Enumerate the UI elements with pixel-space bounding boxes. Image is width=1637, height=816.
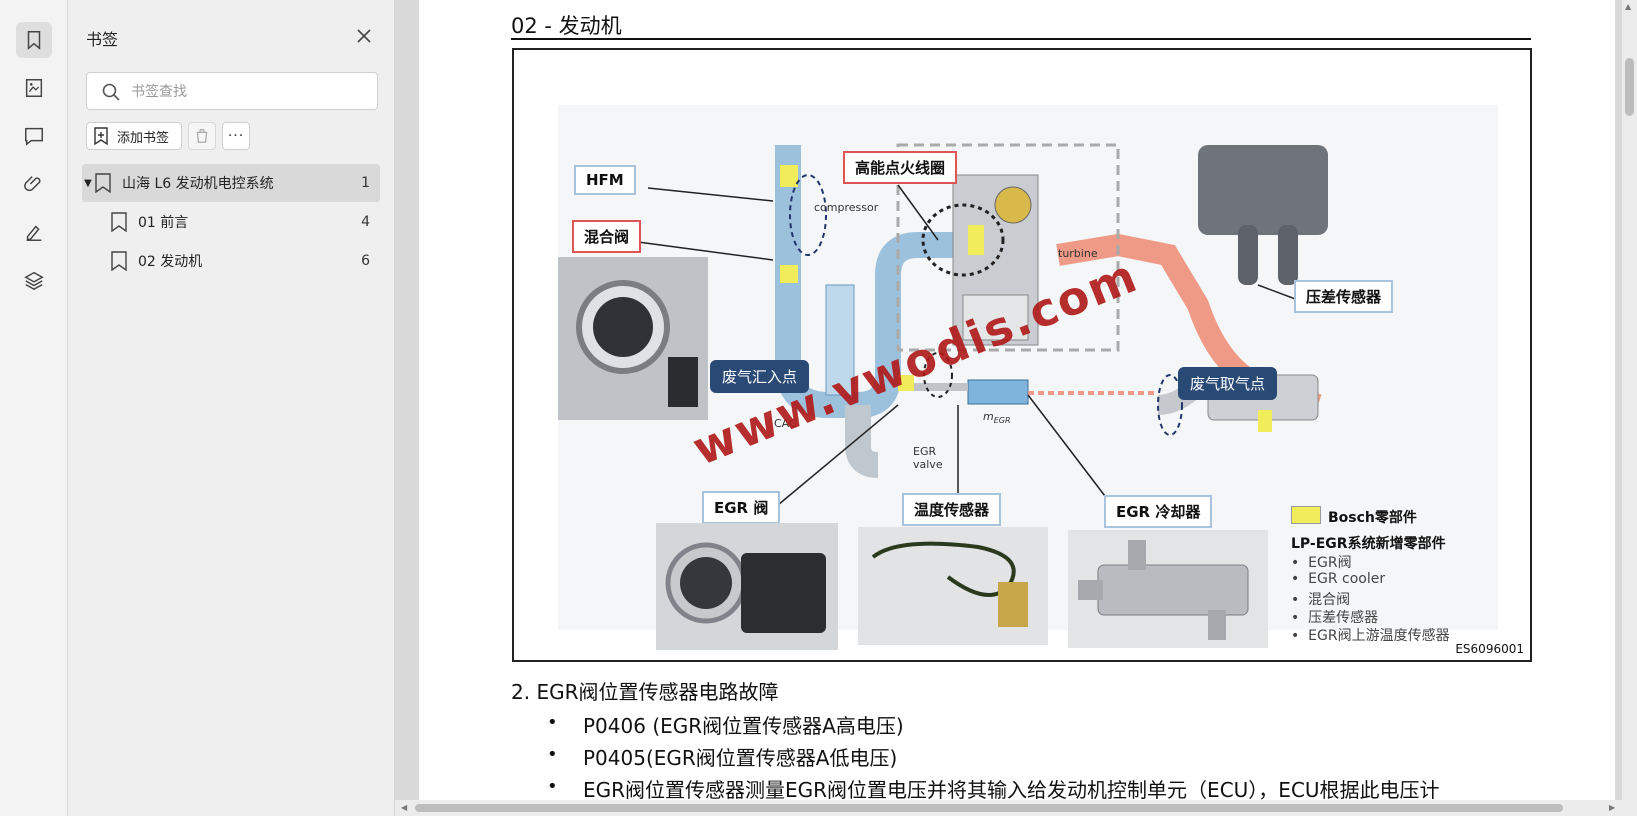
label-hfm: HFM (574, 165, 636, 195)
label-egr-cooler: EGR 冷却器 (1104, 495, 1213, 528)
figure-code: ES6096001 (1455, 642, 1524, 656)
egr-system-figure: HFM 混合阀 高能点火线圈 压差传感器 废气汇入点 废气取气点 EGR 阀 温… (512, 48, 1532, 662)
temp-sensor-image (871, 541, 1028, 627)
egr-cooler-photo (1068, 530, 1268, 648)
egr-diagram: HFM 混合阀 高能点火线圈 压差传感器 废气汇入点 废气取气点 EGR 阀 温… (558, 105, 1498, 650)
label-valve-small: valve (913, 458, 943, 471)
layers-panel-button[interactable] (16, 262, 52, 298)
mix-valve-photo (558, 257, 708, 420)
label-turbine: turbine (1058, 247, 1098, 260)
bookmark-search-box (86, 72, 378, 110)
label-egr-small: EGR (913, 445, 937, 458)
mass-symbol: m (983, 410, 994, 423)
legend-item-text: EGR阀上游温度传感器 (1308, 628, 1450, 644)
label-exhaust-take-point: 废气取气点 (1178, 367, 1278, 400)
legend-item: • EGR阀上游温度传感器 (1291, 628, 1450, 644)
bullet-dot: • (547, 776, 558, 797)
bookmark-label: 山海 L6 发动机电控系统 (122, 176, 274, 192)
label-mix-valve: 混合阀 (572, 220, 642, 253)
add-bookmark-label: 添加书签 (117, 130, 170, 146)
label-exhaust-inlet-point: 废气汇入点 (710, 360, 810, 393)
pdf-page: 02 - 发动机 (419, 0, 1615, 802)
bookmark-search-input[interactable] (131, 81, 361, 103)
vertical-scroll-thumb[interactable] (1625, 58, 1634, 116)
bookmark-page: 4 (361, 214, 370, 230)
legend-bosch-label: Bosch零部件 (1328, 510, 1417, 526)
add-bookmark-icon (94, 127, 108, 146)
delete-bookmark-button[interactable] (188, 122, 216, 150)
signature-icon (26, 225, 42, 241)
bullet-text-description: EGR阀位置传感器测量EGR阀位置电压并将其输入给发动机控制单元（ECU），EC… (583, 778, 1440, 802)
bookmark-icon (111, 212, 127, 232)
bookmark-page: 6 (361, 253, 370, 269)
egr-cooler-image (1078, 540, 1249, 640)
legend-item-text: EGR阀 (1308, 555, 1352, 571)
legend-item: • EGR cooler (1291, 571, 1386, 587)
attachment-icon (24, 176, 41, 192)
mass-subscript: EGR (993, 416, 1011, 426)
bookmark-icon (95, 173, 111, 193)
label-dp-sensor: 压差传感器 (1294, 280, 1394, 313)
label-egr-valve: EGR 阀 (702, 491, 781, 524)
legend-item: • 混合阀 (1291, 592, 1351, 608)
chapter-rule (511, 38, 1531, 40)
bullet-dot: • (547, 712, 558, 733)
bookmark-label: 01 前言 (138, 215, 189, 231)
more-options-button[interactable]: ··· (222, 122, 250, 150)
close-icon[interactable] (354, 26, 374, 46)
scroll-right-arrow-icon[interactable]: ▶ (1609, 803, 1616, 812)
bookmark-item-root[interactable]: ▼ 山海 L6 发动机电控系统 1 (82, 164, 380, 202)
horizontal-scrollbar[interactable]: ◀ ▶ (395, 800, 1637, 816)
bosch-legend-swatch (1291, 506, 1321, 524)
signature-panel-button[interactable] (16, 214, 52, 250)
legend-item-text: 压差传感器 (1308, 610, 1379, 626)
scroll-left-arrow-icon[interactable]: ◀ (401, 803, 408, 812)
layers-icon (24, 271, 44, 291)
legend-title: LP-EGR系统新增零部件 (1291, 536, 1446, 552)
label-ignition-coil: 高能点火线圈 (843, 151, 958, 184)
section-title: 2. EGR阀位置传感器电路故障 (511, 680, 779, 704)
bullet-dot: • (547, 744, 558, 765)
comment-panel-button[interactable] (16, 118, 52, 154)
bookmark-panel-button[interactable] (16, 22, 52, 58)
thumbnail-icon (25, 79, 43, 97)
bookmark-page: 1 (361, 175, 370, 191)
bullet-text-p0405: P0405(EGR阀位置传感器A低电压) (583, 746, 898, 770)
label-temp-sensor: 温度传感器 (902, 493, 1002, 526)
chapter-title: 02 - 发动机 (511, 14, 622, 38)
vertical-scrollbar[interactable]: ▲ (1622, 0, 1637, 800)
legend-item: • EGR阀 (1291, 555, 1352, 571)
expand-arrow-icon[interactable]: ▼ (84, 177, 92, 189)
egr-valve-photo (656, 523, 838, 650)
search-icon (102, 83, 120, 101)
throttle-body-image (576, 280, 698, 407)
trash-icon (196, 129, 208, 143)
bookmark-item-foreword[interactable]: 01 前言 4 (82, 203, 380, 241)
document-view[interactable]: 02 - 发动机 (395, 0, 1637, 802)
bookmark-icon (111, 251, 127, 271)
scroll-up-arrow-icon[interactable]: ▲ (1625, 2, 1632, 11)
add-bookmark-button[interactable]: 添加书签 (86, 122, 182, 150)
bookmark-icon (27, 31, 41, 50)
label-mass-egr: mEGR (983, 410, 1011, 425)
legend-item-text: EGR cooler (1308, 571, 1386, 587)
legend-item: • 压差传感器 (1291, 610, 1379, 626)
bookmark-panel: 书签 添加书签 ··· ▼ 山海 L6 发动机电控系统 1 01 前言 4 02… (68, 0, 395, 816)
egr-valve-image (665, 542, 826, 633)
left-tool-rail (0, 0, 68, 816)
temp-sensor-photo (858, 527, 1048, 645)
panel-title: 书签 (86, 30, 119, 49)
label-compressor: compressor (814, 201, 879, 214)
comment-icon (25, 127, 43, 146)
legend-item-text: 混合阀 (1308, 592, 1351, 608)
thumbnail-panel-button[interactable] (16, 70, 52, 106)
attachment-panel-button[interactable] (16, 166, 52, 202)
bookmark-label: 02 发动机 (138, 254, 203, 270)
bullet-text-p0406: P0406 (EGR阀位置传感器A高电压) (583, 714, 904, 738)
horizontal-scroll-thumb[interactable] (415, 804, 1563, 812)
label-cac: CAC (774, 417, 797, 430)
bookmark-item-engine[interactable]: 02 发动机 6 (82, 242, 380, 280)
